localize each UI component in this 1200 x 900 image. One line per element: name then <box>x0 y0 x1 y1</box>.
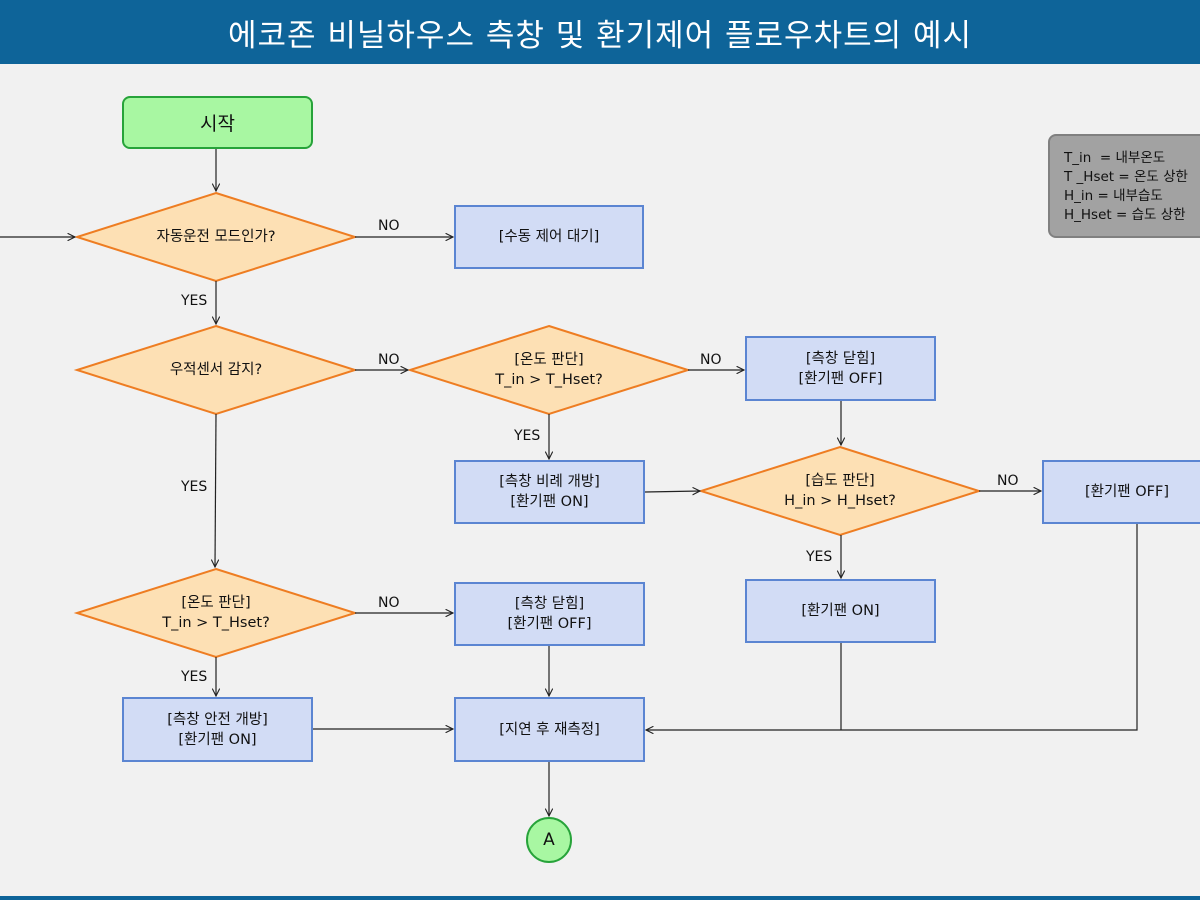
process-safe-open-line2: [환기팬 ON] <box>178 731 257 748</box>
edge-rain-yes <box>215 413 216 567</box>
label-auto-yes: YES <box>181 293 208 309</box>
decision-temp-2-line2: T_in > T_Hset? <box>162 615 270 631</box>
decision-auto-mode-label: 자동운전 모드인가? <box>156 229 276 245</box>
decision-temp-1-line1: [온도 판단] <box>514 352 584 368</box>
decision-temp-1-line2: T_in > T_Hset? <box>495 372 603 388</box>
decision-humid: [습도 판단] H_in > H_Hset? <box>720 469 960 513</box>
decision-humid-line1: [습도 판단] <box>805 473 875 489</box>
process-fan-on: [환기팬 ON] <box>745 579 936 643</box>
legend-box: T_in = 내부온도 T _Hset = 온도 상한 H_in = 내부습도 … <box>1048 134 1200 238</box>
process-close-off-1-line1: [측창 닫힘] <box>805 350 876 367</box>
connector-a: A <box>526 817 572 863</box>
edge-prop-to-humid <box>644 491 700 492</box>
edge-fanoff-to-delay <box>646 524 1138 730</box>
process-close-off-2-line2: [환기팬 OFF] <box>507 616 592 632</box>
process-prop-open-line2: [환기팬 ON] <box>510 494 589 510</box>
label-temp1-yes: YES <box>514 428 541 444</box>
process-fan-off: [환기팬 OFF] <box>1042 460 1200 524</box>
label-humid-no: NO <box>997 473 1019 489</box>
decision-temp-2: [온도 판단] T_in > T_Hset? <box>96 591 336 635</box>
label-temp2-no: NO <box>378 595 400 611</box>
decision-rain-sensor: 우적센서 감지? <box>96 355 336 385</box>
process-close-off-2: [측창 닫힘] [환기팬 OFF] <box>454 582 645 646</box>
connector-a-label: A <box>543 830 555 850</box>
label-rain-yes: YES <box>181 479 208 495</box>
legend-item: T_in = 내부온도 <box>1064 150 1166 166</box>
decision-humid-line2: H_in > H_Hset? <box>784 493 896 509</box>
process-safe-open-line1: [측창 안전 개방] <box>167 711 268 728</box>
label-temp2-yes: YES <box>181 669 208 685</box>
legend-item: H_in = 내부습도 <box>1064 188 1163 204</box>
process-manual-wait-label: [수동 제어 대기] <box>498 229 600 245</box>
legend-item: H_Hset = 습도 상한 <box>1064 207 1186 223</box>
process-prop-open-line1: [측창 비례 개방] <box>499 474 600 490</box>
decision-humid-shape <box>697 445 983 537</box>
decision-auto-mode: 자동운전 모드인가? <box>96 222 336 252</box>
process-prop-open: [측창 비례 개방] [환기팬 ON] <box>454 460 645 524</box>
process-safe-open: [측창 안전 개방] [환기팬 ON] <box>122 697 313 762</box>
decision-temp-2-line1: [온도 판단] <box>181 595 251 611</box>
process-fan-off-label: [환기팬 OFF] <box>1084 484 1170 500</box>
process-close-off-2-line1: [측창 닫힘] <box>514 596 585 612</box>
diagram-title: 에코존 비닐하우스 측창 및 환기제어 플로우차트의 예시 <box>0 0 1200 64</box>
start-label: 시작 <box>200 113 235 135</box>
label-auto-no: NO <box>378 218 400 234</box>
decision-temp-1: [온도 판단] T_in > T_Hset? <box>429 348 669 392</box>
decision-rain-sensor-label: 우적센서 감지? <box>169 362 263 378</box>
bottom-border <box>0 896 1200 900</box>
process-fan-on-label: [환기팬 ON] <box>801 603 880 619</box>
process-delay: [지연 후 재측정] <box>454 697 645 762</box>
label-humid-yes: YES <box>806 549 833 565</box>
label-rain-no: NO <box>378 352 400 368</box>
process-close-off-1-line2: [환기팬 OFF] <box>798 370 883 387</box>
process-delay-label: [지연 후 재측정] <box>499 721 600 738</box>
process-manual-wait: [수동 제어 대기] <box>454 205 644 269</box>
start-node: 시작 <box>122 96 313 149</box>
legend-item: T _Hset = 온도 상한 <box>1064 169 1188 185</box>
label-temp1-no: NO <box>700 352 722 368</box>
process-close-off-1: [측창 닫힘] [환기팬 OFF] <box>745 336 936 401</box>
